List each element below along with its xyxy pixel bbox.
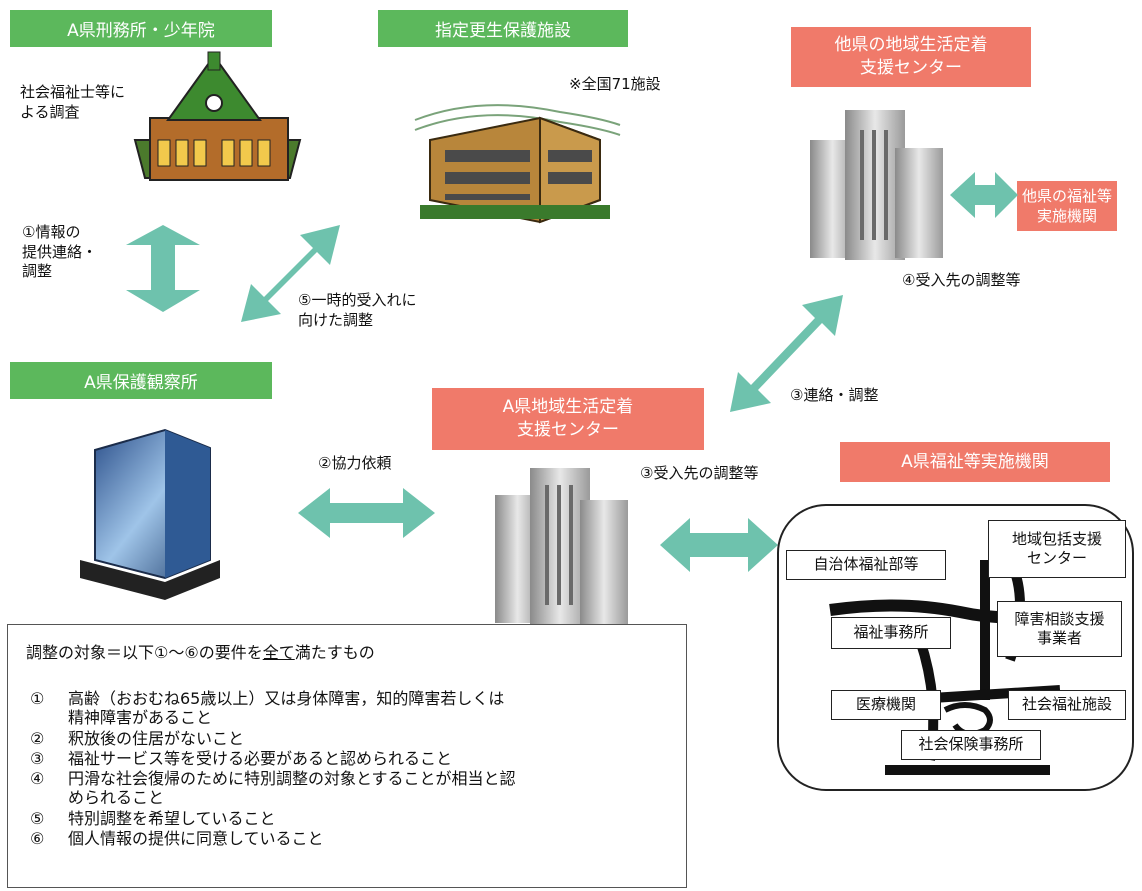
criteria-item-text: 高齢（おおむね65歳以上）又は身体障害，知的障害若しくは 精神障害があること	[68, 689, 505, 727]
criteria-item-num: ②	[30, 729, 45, 748]
nationwide-note: ※全国71施設	[569, 75, 661, 93]
criteria-item: ⑥ 個人情報の提供に同意していること	[30, 829, 700, 848]
criteria-item-text: 釈放後の住居がないこと	[68, 729, 245, 748]
arrow-a-center-other-center	[730, 295, 843, 412]
social-worker-text: 社会福祉士等に よる調査	[20, 83, 126, 121]
criteria-item-num: ④	[30, 769, 45, 788]
arrow-prison-probation	[126, 225, 200, 312]
agency-medical: 医療機関	[831, 690, 941, 720]
label-rehab-facility: 指定更生保護施設	[378, 10, 628, 47]
agency-comprehensive-support: 地域包括支援 センター	[988, 520, 1126, 578]
agency-disability-support: 障害相談支援 事業者	[997, 601, 1122, 657]
step4-text: ④受入先の調整等	[902, 271, 1021, 289]
label-a-center: A県地域生活定着 支援センター	[432, 388, 704, 450]
criteria-heading-emphasis: 全て	[262, 643, 295, 662]
criteria-heading-post: 満たすもの	[294, 643, 375, 662]
label-other-welfare: 他県の福祉等 実施機関	[1017, 181, 1117, 231]
label-other-center: 他県の地域生活定着 支援センター	[791, 27, 1031, 87]
step3-placement-text: ③受入先の調整等	[640, 464, 759, 482]
criteria-item-num: ⑤	[30, 809, 45, 828]
label-probation: A県保護観察所	[10, 362, 272, 399]
step2-text: ②協力依頼	[318, 454, 392, 472]
criteria-item-text: 福祉サービス等を受ける必要があると認められること	[68, 749, 453, 768]
label-prison: A県刑務所・少年院	[10, 10, 272, 47]
arrow-other-center-welfare	[950, 172, 1018, 218]
criteria-heading-pre: 調整の対象＝以下①～⑥の要件を	[26, 643, 263, 662]
step1-text: ①情報の 提供連絡・ 調整	[22, 223, 98, 280]
other-center-building-icon	[810, 110, 943, 260]
step5-text: ⑤一時的受入れに 向けた調整	[298, 291, 417, 329]
criteria-item: ⑤ 特別調整を希望していること	[30, 809, 700, 828]
criteria-item: ② 釈放後の住居がないこと	[30, 729, 700, 748]
a-center-building-icon	[495, 468, 628, 626]
criteria-box: 調整の対象＝以下①～⑥の要件を全て満たすもの ① 高齢（おおむね65歳以上）又は身…	[7, 624, 687, 888]
agency-social-facility: 社会福祉施設	[1008, 690, 1126, 720]
criteria-heading: 調整の対象＝以下①～⑥の要件を全て満たすもの	[26, 639, 375, 663]
criteria-item-text: 特別調整を希望していること	[68, 809, 276, 828]
probation-office-icon	[80, 428, 220, 600]
arrow-probation-a-center	[298, 488, 435, 538]
criteria-item: ① 高齢（おおむね65歳以上）又は身体障害，知的障害若しくは 精神障害があること	[30, 689, 700, 727]
arrow-a-center-welfare	[660, 518, 778, 572]
criteria-item-text: 個人情報の提供に同意していること	[68, 829, 324, 848]
agency-local-gov: 自治体福祉部等	[786, 550, 946, 580]
agency-social-insurance: 社会保険事務所	[901, 730, 1041, 760]
step3-contact-text: ③連絡・調整	[790, 386, 879, 404]
criteria-item-num: ⑥	[30, 829, 45, 848]
prison-building-icon	[133, 51, 302, 181]
label-a-welfare: A県福祉等実施機関	[840, 442, 1110, 482]
criteria-item-text: 円滑な社会復帰のために特別調整の対象とすることが相当と認 められること	[68, 769, 516, 807]
criteria-item-num: ③	[30, 749, 45, 768]
arrow-probation-rehab	[241, 225, 340, 322]
criteria-item: ③ 福祉サービス等を受ける必要があると認められること	[30, 749, 700, 768]
agency-welfare-office: 福祉事務所	[831, 617, 951, 649]
rehab-facility-icon	[414, 104, 621, 224]
criteria-item-num: ①	[30, 689, 45, 708]
criteria-item: ④ 円滑な社会復帰のために特別調整の対象とすることが相当と認 められること	[30, 769, 700, 807]
